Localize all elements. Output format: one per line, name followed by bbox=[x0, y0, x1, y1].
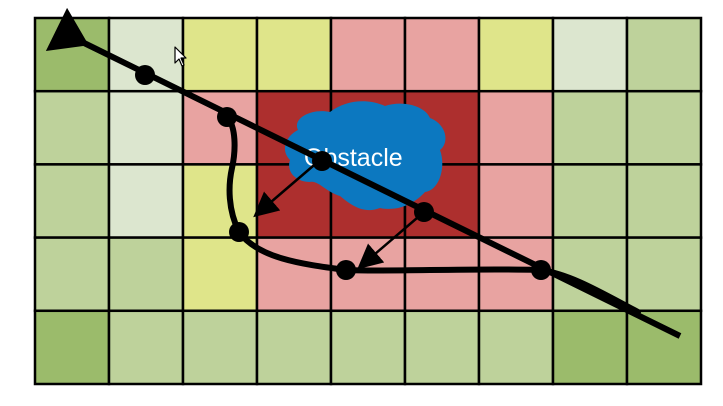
path-node-7 bbox=[531, 260, 551, 280]
grid-cell bbox=[477, 163, 555, 239]
grid-cell bbox=[33, 163, 111, 239]
mouse-pointer-icon bbox=[174, 46, 187, 67]
grid-cell bbox=[107, 89, 185, 166]
path-node-4 bbox=[414, 202, 434, 222]
grid-cell bbox=[255, 309, 333, 386]
grid-cell bbox=[329, 16, 407, 93]
grid-cell bbox=[33, 309, 111, 386]
push-arrow-1 bbox=[253, 159, 321, 218]
path-node-2 bbox=[217, 107, 237, 127]
grid-cell bbox=[255, 236, 333, 313]
grid-cell bbox=[107, 163, 185, 239]
grid-cell bbox=[551, 16, 629, 93]
grid-cell bbox=[33, 89, 111, 166]
grid-cell bbox=[181, 309, 259, 386]
path-node-5 bbox=[229, 222, 249, 242]
grid-cell bbox=[403, 309, 481, 386]
grid-cell bbox=[477, 309, 555, 386]
grid-cell bbox=[329, 309, 407, 386]
path-node-6 bbox=[336, 260, 356, 280]
grid-cell bbox=[33, 16, 111, 93]
grid-cell bbox=[625, 16, 703, 93]
grid-cell bbox=[181, 236, 259, 313]
grid-cell bbox=[107, 309, 185, 386]
grid-cells bbox=[33, 16, 703, 386]
grid-cell bbox=[33, 236, 111, 313]
grid-cell bbox=[551, 309, 629, 386]
grid-cell bbox=[625, 89, 703, 166]
obstacle-blob bbox=[284, 101, 446, 211]
push-arrow-2 bbox=[357, 211, 425, 270]
grid-cell bbox=[255, 16, 333, 93]
grid-cell bbox=[181, 89, 259, 166]
grid-cell bbox=[625, 309, 703, 386]
grid-cell bbox=[625, 236, 703, 313]
grid-cell bbox=[477, 16, 555, 93]
grid-cell bbox=[403, 16, 481, 93]
grid-cell bbox=[403, 236, 481, 313]
grid-cell bbox=[477, 89, 555, 166]
grid-cell bbox=[551, 163, 629, 239]
path-node-1 bbox=[135, 65, 155, 85]
grid-cell bbox=[107, 236, 185, 313]
path-node-3 bbox=[312, 151, 332, 171]
grid-cell bbox=[625, 163, 703, 239]
grid-cell bbox=[551, 89, 629, 166]
grid-cell bbox=[181, 16, 259, 93]
direct-path-arrow bbox=[45, 7, 682, 339]
